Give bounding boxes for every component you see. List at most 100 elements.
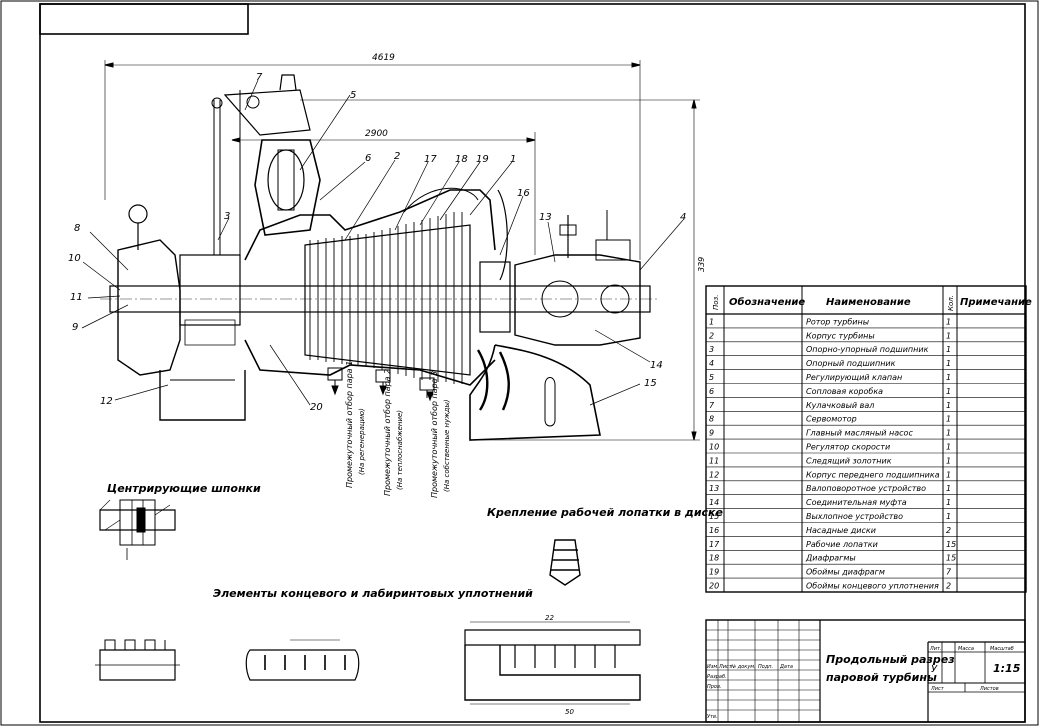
spec-cell-pos: 5 <box>709 373 714 382</box>
spec-cell-qty: 7 <box>946 568 952 577</box>
spec-cell-pos: 20 <box>709 582 719 591</box>
callout: 7 <box>256 72 263 83</box>
lit-label: Лит. <box>929 646 942 652</box>
spec-cell-name: Обоймы концевого уплотнения <box>806 582 939 591</box>
title-block-text: Изм. Лист № докум. Подп. Дата Разраб. Пр… <box>707 646 1021 720</box>
dim-overall: 4619 <box>372 53 395 63</box>
lit-value: У <box>931 664 938 675</box>
spec-cell-name: Валоповоротное устройство <box>806 484 926 493</box>
title-approved: Утв. <box>707 714 718 720</box>
detail-centering-key <box>99 499 176 560</box>
callout: 14 <box>650 360 663 371</box>
title-role-sheet: Лист <box>718 664 733 670</box>
title-checker: Пров. <box>707 684 722 690</box>
caption-blade-mount: Крепление рабочей лопатки в диске <box>487 506 724 519</box>
spec-cell-pos: 19 <box>709 568 719 577</box>
spec-cell-pos: 11 <box>709 456 719 465</box>
spec-cell-qty: 1 <box>946 317 951 326</box>
spec-cell-qty: 2 <box>946 582 951 591</box>
spec-cell-qty: 1 <box>946 456 951 465</box>
drawing-title-line2: паровой турбины <box>826 671 937 684</box>
extraction-3-title: Промежуточный отбор пара 3 <box>430 371 439 498</box>
spec-cell-name: Соединительная муфта <box>806 498 907 507</box>
detail-dim-bottom: 50 <box>565 708 574 716</box>
callout: 13 <box>539 212 552 223</box>
spec-cell-pos: 13 <box>709 484 719 493</box>
callout: 5 <box>350 90 356 101</box>
spec-cell-qty: 1 <box>946 345 951 354</box>
spec-cell-qty: 1 <box>946 373 951 382</box>
spec-cell-pos: 7 <box>709 401 715 410</box>
spec-cell-pos: 8 <box>709 415 714 424</box>
spec-cell-name: Главный масляный насос <box>806 429 913 438</box>
callout: 19 <box>476 154 489 165</box>
spec-cell-name: Опорный подшипник <box>806 359 896 368</box>
spec-cell-name: Корпус переднего подшипника <box>806 470 940 479</box>
callouts: 7 5 6 2 17 18 19 1 16 3 13 4 8 10 11 9 1… <box>68 72 686 413</box>
spec-cell-name: Следящий золотник <box>806 456 892 465</box>
extraction-labels: Промежуточный отбор пара 1 (На регенерац… <box>345 361 451 498</box>
callout: 11 <box>70 292 83 303</box>
spec-cell-name: Сопловая коробка <box>806 387 883 396</box>
spec-cell-pos: 6 <box>709 387 714 396</box>
callout: 6 <box>365 153 371 164</box>
title-role-date: Дата <box>779 664 793 670</box>
spec-cell-pos: 3 <box>709 345 714 354</box>
spec-cell-name: Диафрагмы <box>805 554 856 563</box>
spec-cell-qty: 1 <box>946 484 951 493</box>
spec-cell-pos: 12 <box>709 470 719 479</box>
title-role-change: Изм. <box>707 664 719 670</box>
extraction-2-title: Промежуточный отбор пара 2 <box>383 369 392 496</box>
callout: 4 <box>680 212 686 223</box>
spec-cell-name: Опорно-упорный подшипник <box>806 345 929 354</box>
callout: 3 <box>224 211 230 222</box>
spec-header-name: Наименование <box>826 297 911 308</box>
spec-cell-qty: 1 <box>946 401 951 410</box>
drawing-title-line1: Продольный разрез <box>826 653 955 666</box>
callout: 2 <box>394 151 400 162</box>
dim-inner: 2900 <box>365 129 388 139</box>
spec-cell-name: Регулятор скорости <box>806 443 890 452</box>
spec-cell-qty: 1 <box>946 331 951 340</box>
callout: 17 <box>424 154 437 165</box>
mass-label: Масса <box>958 646 974 652</box>
sheet-label: Лист <box>930 686 945 692</box>
extraction-1-title: Промежуточный отбор пара 1 <box>345 361 354 488</box>
spec-cell-pos: 4 <box>709 359 714 368</box>
spec-cell-name: Сервомотор <box>806 415 857 424</box>
caption-seal-elements: Элементы концевого и лабиринтовых уплотн… <box>213 587 533 600</box>
spec-cell-qty: 1 <box>946 443 951 452</box>
callout: 9 <box>72 322 78 333</box>
spec-cell-name: Выхлопное устройство <box>806 512 903 521</box>
spec-cell-qty: 1 <box>946 359 951 368</box>
title-role-doc: № докум. <box>730 664 756 670</box>
sheets-label: Листов <box>979 686 999 692</box>
title-block <box>705 619 1026 723</box>
spec-cell-name: Ротор турбины <box>806 317 869 326</box>
turbine-drawing <box>81 60 700 441</box>
spec-cell-qty: 2 <box>946 526 951 535</box>
spec-cell-pos: 15 <box>709 512 719 521</box>
spec-cell-name: Обоймы диафрагм <box>806 568 885 577</box>
spec-cell-pos: 1 <box>709 317 714 326</box>
callout: 10 <box>68 253 81 264</box>
spec-header-qty: Кол. <box>947 295 955 311</box>
scale-value: 1:15 <box>993 662 1021 675</box>
spec-cell-pos: 2 <box>709 331 714 340</box>
title-role-sign: Подп. <box>758 664 773 670</box>
callout: 18 <box>455 154 468 165</box>
spec-cell-name: Насадные диски <box>806 526 876 535</box>
spec-cell-qty: 1 <box>946 429 951 438</box>
scale-label: Масштаб <box>990 646 1014 652</box>
callout: 1 <box>510 154 516 165</box>
extraction-2-note: (На теплоснабжение) <box>396 410 404 490</box>
callout: 15 <box>644 378 657 389</box>
callout: 16 <box>517 188 530 199</box>
corner-stamp <box>39 3 249 35</box>
detail-blade-root <box>549 539 581 586</box>
spec-cell-name: Кулачковый вал <box>806 401 874 410</box>
title-developer: Разраб. <box>707 674 727 680</box>
spec-cell-pos: 16 <box>709 526 719 535</box>
detail-seals <box>95 621 641 705</box>
